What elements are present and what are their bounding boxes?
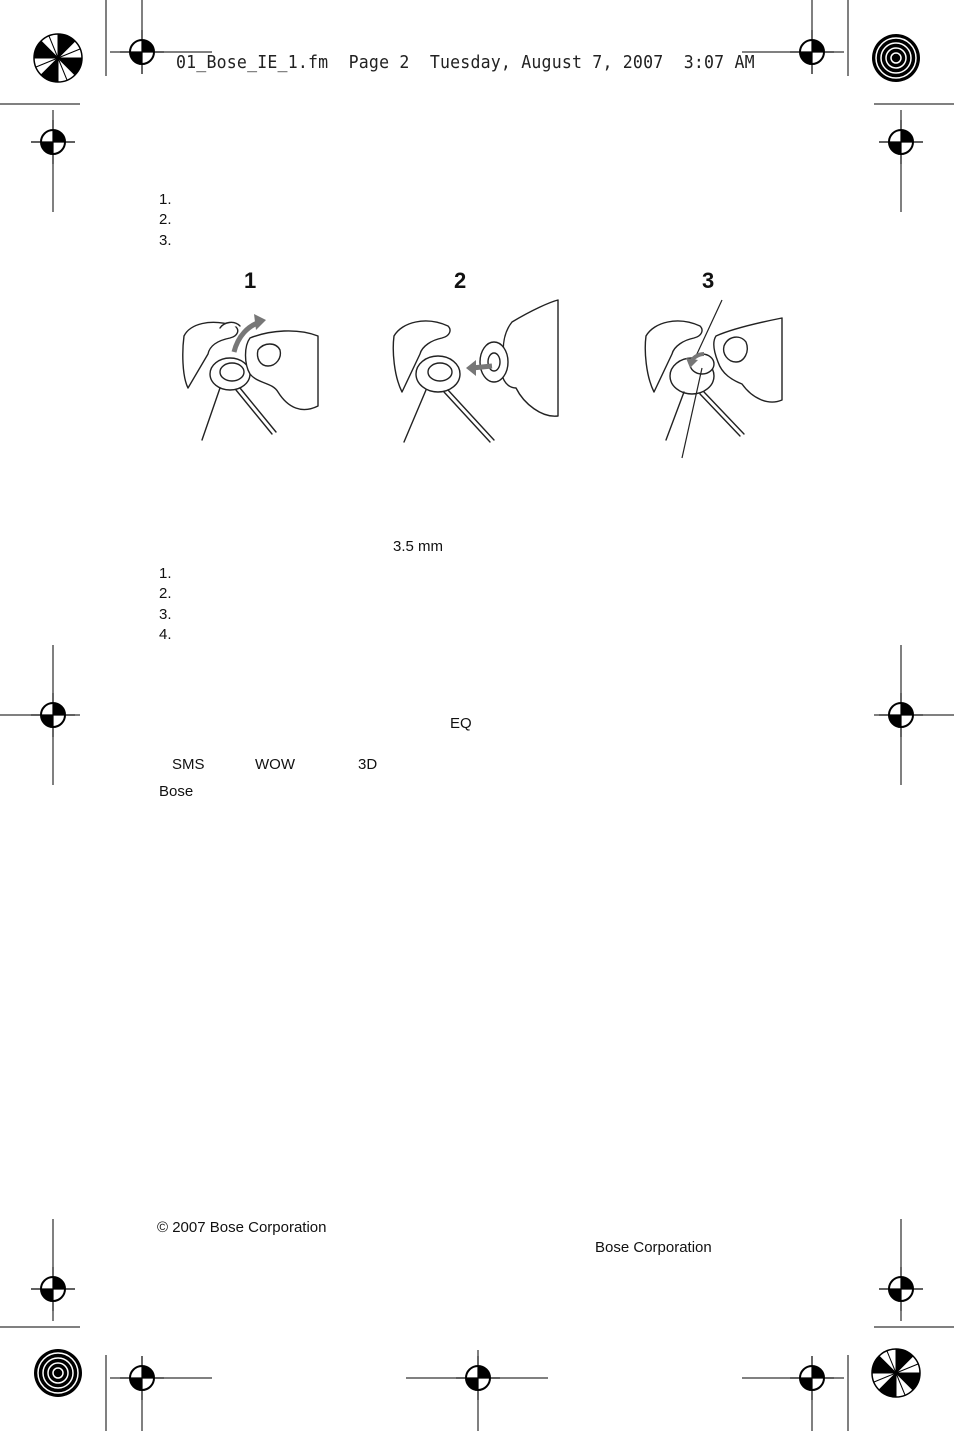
sms-label: SMS (172, 756, 205, 773)
figure-step-number: 2 (454, 268, 467, 293)
illustration-remove-eartip (182, 314, 319, 441)
print-slug-header: 01_Bose_IE_1.fm Page 2 Tuesday, August 7… (176, 52, 755, 73)
bose-label: Bose (159, 783, 194, 800)
three-d-label: 3D (358, 756, 378, 773)
list-item-number: 2. (159, 585, 172, 602)
list-item-number: 3. (159, 606, 172, 623)
copyright-text: © 2007 Bose Corporation (157, 1219, 327, 1236)
list-item-number: 2. (159, 211, 172, 228)
jack-size-label: 3.5 mm (393, 538, 444, 555)
wow-label: WOW (255, 756, 295, 773)
figure-step-number: 1 (244, 268, 257, 293)
list-item-number: 1. (159, 191, 172, 208)
illustration-seat-eartip (644, 299, 783, 459)
list-item-number: 4. (159, 626, 172, 643)
illustration-attach-eartip (392, 299, 559, 443)
list-item-number: 1. (159, 565, 172, 582)
figure-step-number: 3 (702, 268, 715, 293)
company-name: Bose Corporation (595, 1239, 712, 1256)
list-item-number: 3. (159, 232, 172, 249)
eq-label: EQ (450, 715, 472, 732)
